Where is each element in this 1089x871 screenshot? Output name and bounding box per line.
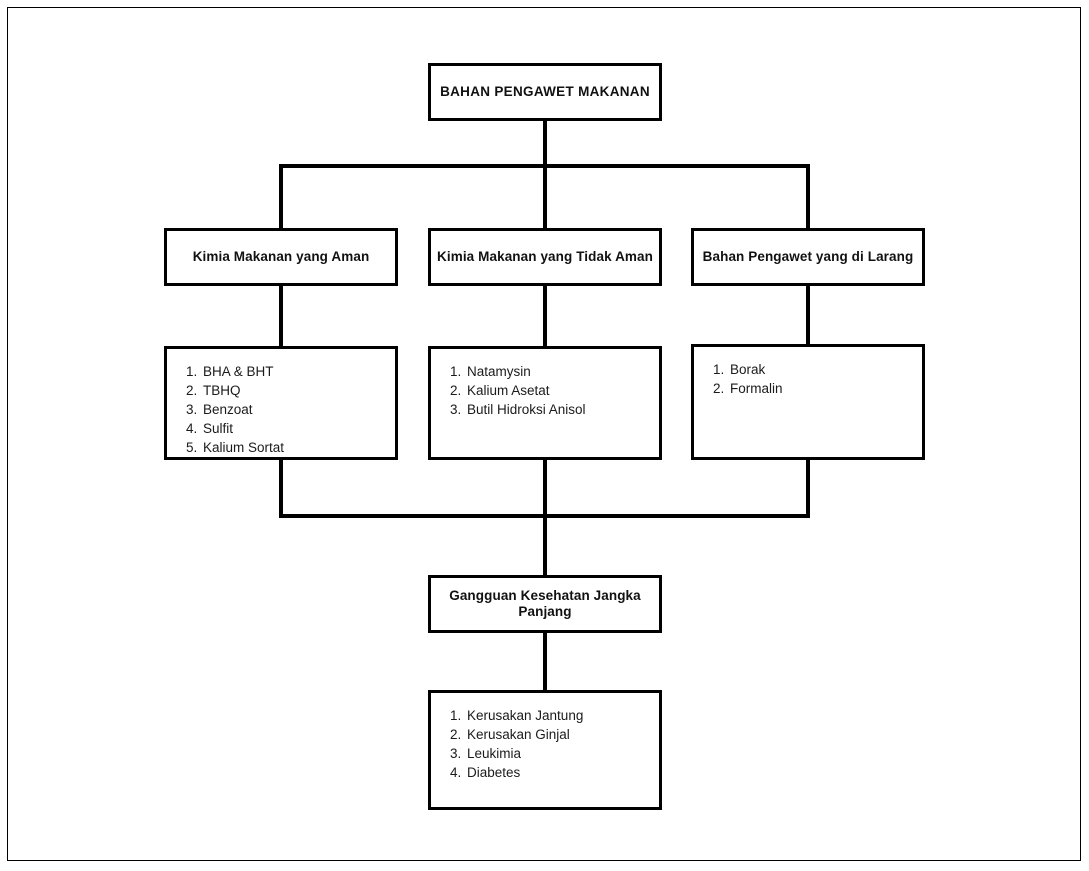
list-item: Sulfit xyxy=(201,420,395,438)
node-outcome-label: Gangguan Kesehatan Jangka Panjang xyxy=(449,587,641,619)
node-list-banned-preservatives[interactable]: Borak Formalin xyxy=(691,344,925,460)
connector-branch-3-to-list xyxy=(806,284,810,346)
list-item: Kalium Asetat xyxy=(465,382,659,400)
list-item: Kerusakan Ginjal xyxy=(465,726,659,744)
list-branch-3: Borak Formalin xyxy=(708,361,922,398)
node-branch-safe-chemicals[interactable]: Kimia Makanan yang Aman xyxy=(164,228,398,286)
node-branch-3-label: Bahan Pengawet yang di Larang xyxy=(702,248,914,264)
list-item: BHA & BHT xyxy=(201,363,395,381)
list-item: Natamysin xyxy=(465,363,659,381)
list-outcome: Kerusakan Jantung Kerusakan Ginjal Leuki… xyxy=(445,707,659,782)
connector-list-3-to-merge xyxy=(806,458,810,518)
node-list-safe-chemicals[interactable]: BHA & BHT TBHQ Benzoat Sulfit Kalium Sor… xyxy=(164,346,398,460)
list-item: Kerusakan Jantung xyxy=(465,707,659,725)
list-item: Butil Hidroksi Anisol xyxy=(465,401,659,419)
list-branch-1: BHA & BHT TBHQ Benzoat Sulfit Kalium Sor… xyxy=(181,363,395,457)
list-item: Kalium Sortat xyxy=(201,439,395,457)
list-item: Formalin xyxy=(728,380,922,398)
node-root-label: BAHAN PENGAWET MAKANAN xyxy=(440,83,650,99)
connector-branch-1-to-list xyxy=(279,284,283,348)
connector-list-2-to-merge xyxy=(543,458,547,518)
list-item: Leukimia xyxy=(465,745,659,763)
connector-branch-2-down xyxy=(543,164,547,228)
list-item: Borak xyxy=(728,361,922,379)
node-branch-banned-preservatives[interactable]: Bahan Pengawet yang di Larang xyxy=(691,228,925,286)
list-item: TBHQ xyxy=(201,382,395,400)
node-list-unsafe-chemicals[interactable]: Natamysin Kalium Asetat Butil Hidroksi A… xyxy=(428,346,662,460)
connector-branch-2-to-list xyxy=(543,284,547,348)
list-item: Benzoat xyxy=(201,401,395,419)
list-branch-2: Natamysin Kalium Asetat Butil Hidroksi A… xyxy=(445,363,659,419)
connector-branch-1-down xyxy=(279,164,283,228)
connector-outcome-to-list xyxy=(543,630,547,692)
list-item: Diabetes xyxy=(465,764,659,782)
node-root[interactable]: BAHAN PENGAWET MAKANAN xyxy=(428,63,662,121)
connector-list-1-to-merge xyxy=(279,458,283,518)
node-outcome-header[interactable]: Gangguan Kesehatan Jangka Panjang xyxy=(428,575,662,633)
connector-root-down xyxy=(543,119,547,168)
connector-merge-to-outcome xyxy=(543,514,547,578)
connector-branch-3-down xyxy=(806,164,810,228)
node-branch-2-label: Kimia Makanan yang Tidak Aman xyxy=(437,248,653,264)
node-branch-1-label: Kimia Makanan yang Aman xyxy=(192,248,370,264)
node-list-outcome[interactable]: Kerusakan Jantung Kerusakan Ginjal Leuki… xyxy=(428,690,662,810)
node-branch-unsafe-chemicals[interactable]: Kimia Makanan yang Tidak Aman xyxy=(428,228,662,286)
